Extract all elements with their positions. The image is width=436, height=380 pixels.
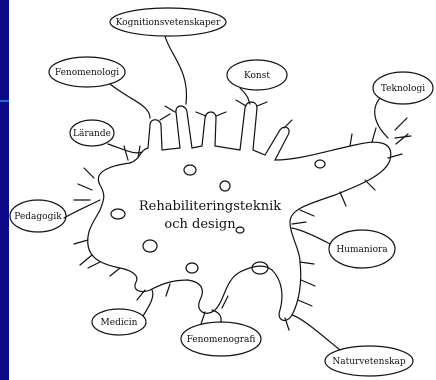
amoeba-body <box>87 101 392 322</box>
label-larande: Lärande <box>73 129 111 139</box>
label-naturvetenskap: Naturvetenskap <box>332 357 406 367</box>
center-title-line2: och design <box>164 217 236 232</box>
label-teknologi: Teknologi <box>381 84 425 94</box>
bubble-humaniora <box>328 229 396 269</box>
center-title-line1: Rehabiliteringsteknik <box>139 199 281 214</box>
bubble-kognition <box>109 7 227 37</box>
label-fenomenografi: Fenomenografi <box>187 335 256 345</box>
body-oval <box>110 208 126 220</box>
bubble-konst <box>226 59 288 91</box>
bubble-pedagogik <box>9 199 67 233</box>
bubble-fenomenologi <box>48 56 126 88</box>
bubble-naturvetenskap <box>324 345 414 377</box>
label-fenomenologi: Fenomenologi <box>55 68 119 78</box>
bubble-medicin <box>91 308 147 336</box>
label-pedagogik: Pedagogik <box>14 212 62 222</box>
bubble-teknologi <box>372 71 434 105</box>
bubble-larande <box>69 119 115 147</box>
label-humaniora: Humaniora <box>336 245 388 255</box>
connector <box>164 35 188 105</box>
label-konst: Konst <box>244 71 270 81</box>
label-kognition: Kognitionsvetenskaper <box>116 18 221 28</box>
label-medicin: Medicin <box>101 318 138 328</box>
